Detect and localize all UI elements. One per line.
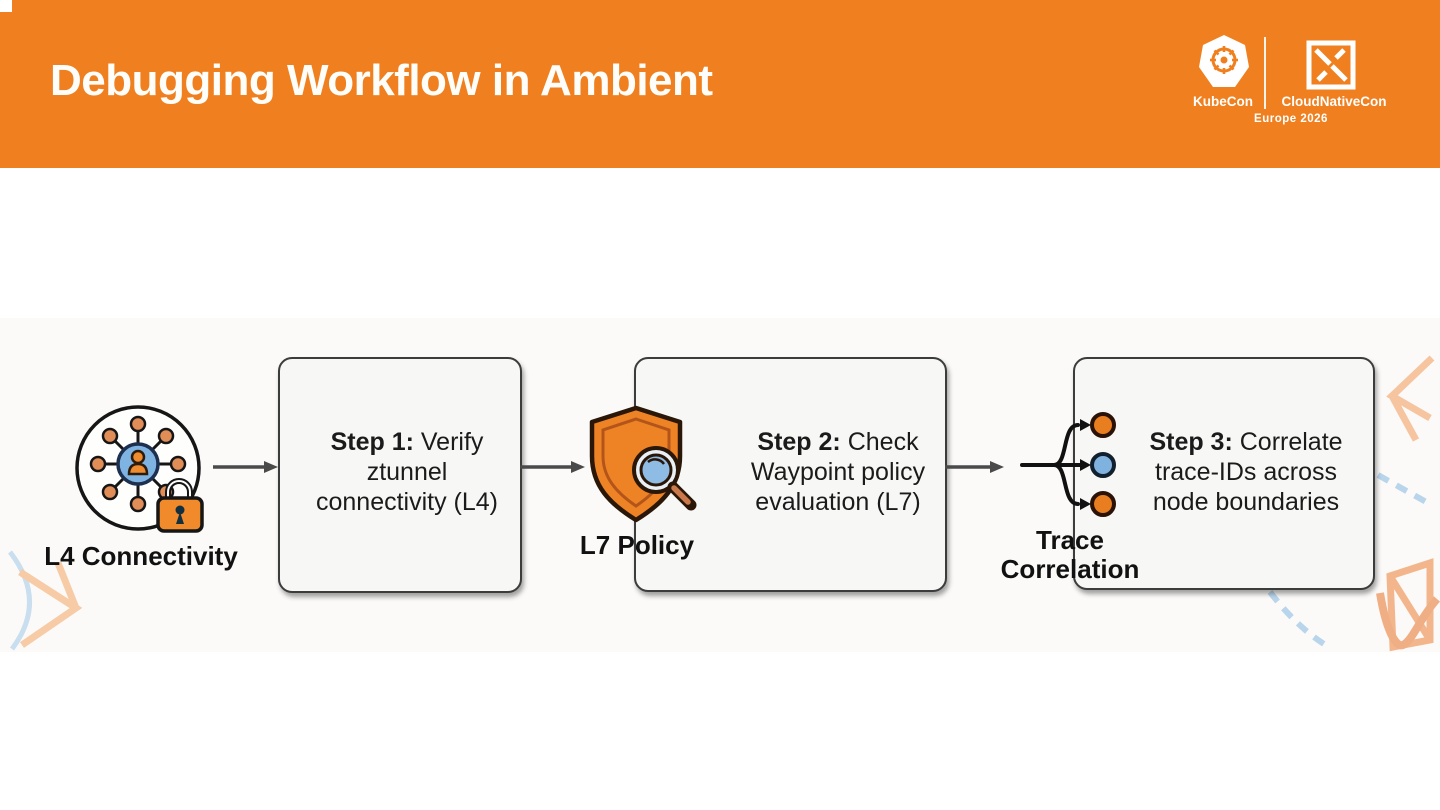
step-2-label: Step 2: bbox=[757, 428, 841, 456]
step-2-line2: Waypoint policy bbox=[750, 458, 926, 486]
step-3-text: Step 3: Correlate trace-IDs across node … bbox=[1119, 427, 1373, 517]
step-3-line1: Correlate bbox=[1232, 428, 1343, 456]
step-3-line2: trace-IDs across bbox=[1155, 458, 1337, 486]
step-3-box: Step 3: Correlate trace-IDs across node … bbox=[1073, 357, 1375, 590]
arrow-right-icon bbox=[945, 461, 1004, 473]
slide-header bbox=[0, 0, 1440, 168]
brand-divider bbox=[1264, 37, 1266, 109]
step-1-text: Step 1: Verify ztunnel connectivity (L4) bbox=[294, 427, 520, 517]
node-label-l7-policy: L7 Policy bbox=[579, 530, 695, 560]
step-2-text: Step 2: Check Waypoint policy evaluation… bbox=[731, 427, 945, 517]
trace-label-line2: Correlation bbox=[1000, 554, 1140, 584]
step-1-label: Step 1: bbox=[330, 428, 414, 456]
trace-branch-icon bbox=[1020, 412, 1116, 517]
kubecon-label: KubeCon bbox=[1193, 94, 1253, 109]
shield-magnifier-icon bbox=[589, 405, 697, 523]
arrow-right-icon bbox=[213, 461, 278, 473]
step-1-line3: connectivity (L4) bbox=[315, 488, 499, 516]
network-lock-icon bbox=[75, 405, 204, 533]
node-label-trace-correlation: Trace Correlation bbox=[988, 526, 1152, 584]
page-title: Debugging Workflow in Ambient bbox=[50, 56, 713, 105]
node-label-l4-connectivity: L4 Connectivity bbox=[44, 541, 238, 571]
corner-notch bbox=[0, 0, 12, 12]
step-3-label: Step 3: bbox=[1149, 428, 1233, 456]
arrow-right-icon bbox=[520, 461, 585, 473]
trace-label-line1: Trace bbox=[1036, 525, 1104, 555]
step-2-box: Step 2: Check Waypoint policy evaluation… bbox=[634, 357, 947, 592]
step-2-line3: evaluation (L7) bbox=[755, 488, 921, 516]
step-3-line3: node boundaries bbox=[1152, 488, 1340, 516]
step-1-line2: ztunnel bbox=[366, 458, 448, 486]
step-1-box: Step 1: Verify ztunnel connectivity (L4) bbox=[278, 357, 522, 593]
cloudnativecon-label: CloudNativeCon bbox=[1281, 94, 1387, 109]
cloudnativecon-logo-icon bbox=[1306, 40, 1356, 90]
event-label: Europe 2026 bbox=[1254, 113, 1328, 125]
step-2-line1: Check bbox=[840, 428, 919, 456]
kubecon-logo-icon bbox=[1199, 35, 1249, 87]
step-1-line1: Verify bbox=[413, 428, 484, 456]
